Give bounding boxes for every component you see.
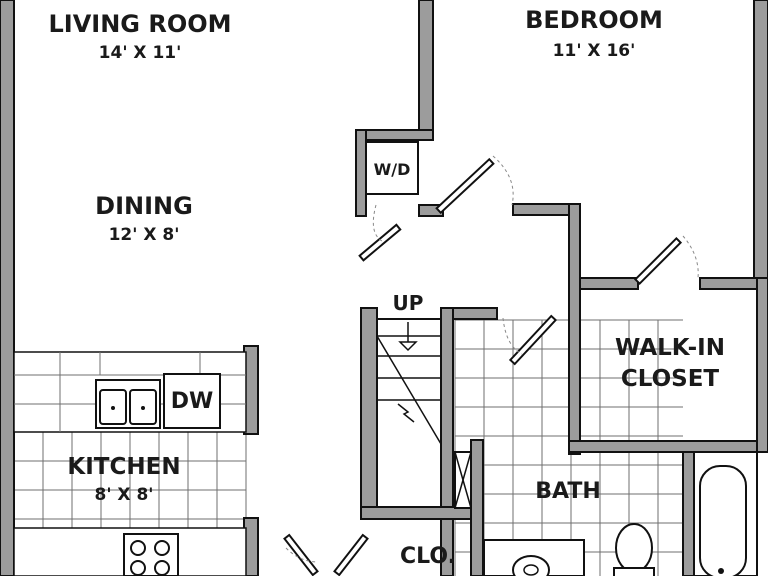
- living-room-dims: 14' X 11': [99, 43, 182, 63]
- washer-dryer-label: W/D: [374, 160, 411, 179]
- walk-in-closet-label-line2: CLOSET: [621, 366, 720, 392]
- dishwasher-label: DW: [171, 389, 214, 414]
- dining-dims: 12' X 8': [109, 225, 180, 245]
- bedroom-label: BEDROOM: [525, 6, 663, 34]
- dining-label: DINING: [95, 192, 193, 220]
- closet-label: CLO.: [400, 544, 456, 569]
- room-labels: LIVING ROOM 14' X 11' BEDROOM 11' X 16' …: [48, 6, 725, 569]
- washer-dryer: W/D: [365, 141, 419, 195]
- bedroom-dims: 11' X 16': [553, 41, 636, 61]
- kitchen-lower-counter: [13, 527, 247, 576]
- kitchen-dims: 8' X 8': [94, 485, 153, 505]
- bath-vanity: [483, 539, 585, 576]
- toilet: [613, 523, 655, 576]
- linen-shelf: [454, 451, 472, 509]
- dishwasher: DW: [163, 373, 221, 429]
- doors: [283, 155, 699, 576]
- walk-in-closet-label-line1: WALK-IN: [615, 335, 725, 361]
- stairs: UP: [376, 291, 442, 508]
- kitchen-sink: [95, 379, 161, 429]
- bathtub: [693, 451, 758, 576]
- bath-label: BATH: [535, 479, 601, 504]
- living-room-label: LIVING ROOM: [48, 10, 231, 38]
- kitchen-label: KITCHEN: [67, 454, 180, 480]
- stairs-up-label: UP: [393, 291, 424, 315]
